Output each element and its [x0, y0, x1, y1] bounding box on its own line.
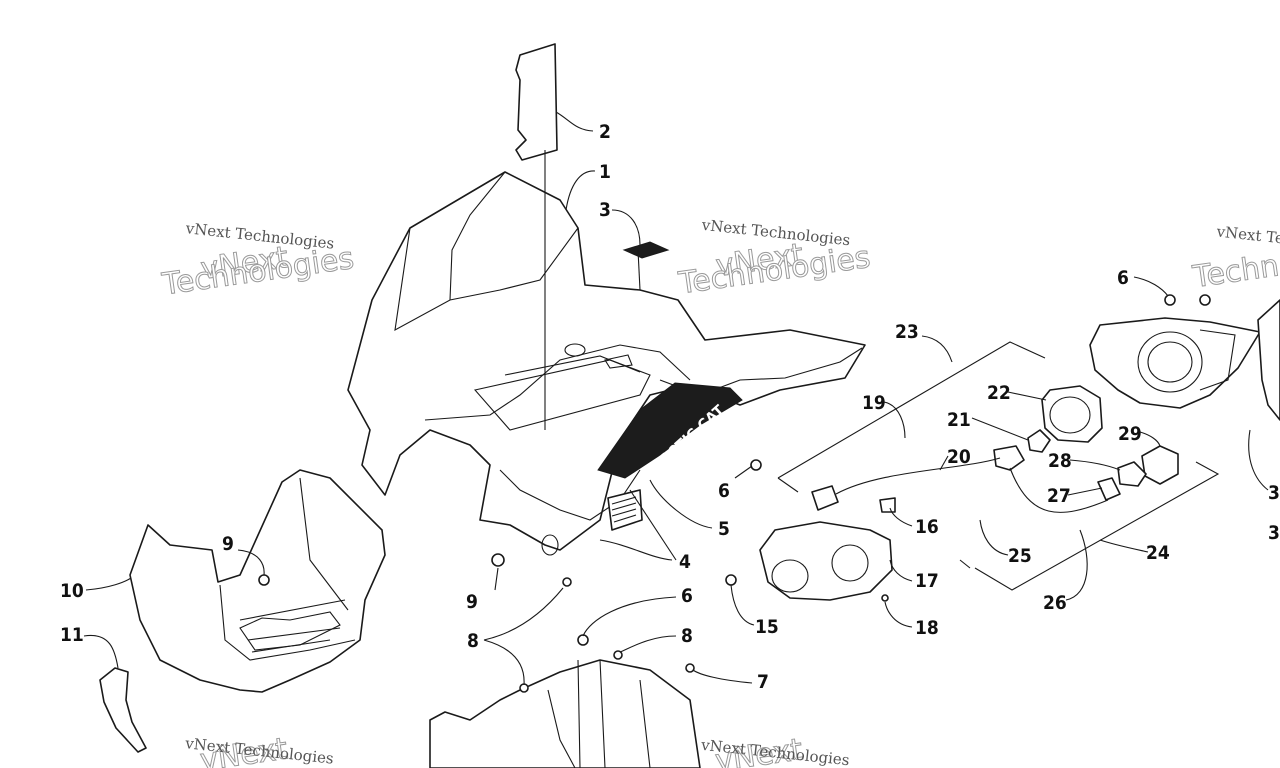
- callout-20: 20: [947, 446, 971, 468]
- watermark-bottom-left: vNext vNext Technologies: [183, 731, 334, 768]
- lamp-28: [1117, 461, 1147, 487]
- part-3-label: [622, 241, 670, 259]
- socket-20: [811, 445, 1025, 511]
- wiring-20-25: [835, 457, 1109, 513]
- callout-3: 3: [599, 199, 611, 221]
- callout-3-right: 3: [1268, 482, 1280, 504]
- callout-6-c: 6: [1117, 267, 1129, 289]
- callout-4: 4: [679, 551, 691, 573]
- callout-8-a: 8: [467, 630, 479, 652]
- watermark-top-center: vNext Technologies vNext Technologies: [675, 216, 873, 302]
- part-11-trim: [99, 667, 147, 753]
- callout-28: 28: [1048, 450, 1072, 472]
- callout-10: 10: [60, 580, 84, 602]
- callout-34: 34: [1268, 522, 1280, 544]
- headlight-housing-upper: [1089, 299, 1280, 421]
- part-10-left-footwell: [129, 469, 386, 693]
- callout-7: 7: [757, 671, 769, 693]
- callout-15: 15: [755, 616, 779, 638]
- callout-9-b: 9: [466, 591, 478, 613]
- taillight-29: [1141, 445, 1179, 485]
- callout-labels: 2 1 3 6 5 4 9 9 10 11 8 6 8 7 15 16 17 1…: [60, 121, 1280, 693]
- callout-25: 25: [1008, 545, 1032, 567]
- callout-8-b: 8: [681, 625, 693, 647]
- group-bracket-lines: [777, 341, 1220, 591]
- watermark-top-right: Technologies vNext Technologies: [1189, 222, 1280, 295]
- callout-2: 2: [599, 121, 611, 143]
- lower-front-fender: [429, 659, 701, 768]
- callout-29: 29: [1118, 423, 1142, 445]
- watermark-top-left: vNext Technologies vNext Technologies: [159, 219, 357, 303]
- callout-24: 24: [1146, 542, 1170, 564]
- callout-9-a: 9: [222, 533, 234, 555]
- headlight-housing-lower: [759, 497, 896, 601]
- callout-17: 17: [915, 570, 939, 592]
- callout-23: 23: [895, 321, 919, 343]
- part-2-pad: [515, 43, 558, 161]
- lamp-27: [1097, 477, 1121, 501]
- callout-22: 22: [987, 382, 1011, 404]
- hardware-bolts: [258, 294, 1211, 693]
- callout-1: 1: [599, 161, 611, 183]
- callout-16: 16: [915, 516, 939, 538]
- callout-19: 19: [862, 392, 886, 414]
- part-4-label: [607, 489, 643, 531]
- callout-6-b: 6: [681, 585, 693, 607]
- callout-6-a: 6: [718, 480, 730, 502]
- callout-21: 21: [947, 409, 971, 431]
- leader-lines: [83, 111, 1269, 686]
- bulb-21: [1027, 429, 1051, 453]
- callout-11: 11: [60, 624, 84, 646]
- headlight-22: [1041, 385, 1103, 443]
- watermark-bottom-center: vNext vNext Technologies: [699, 732, 850, 768]
- callout-18: 18: [915, 617, 939, 639]
- callout-5: 5: [718, 518, 730, 540]
- callout-27: 27: [1047, 485, 1071, 507]
- callout-26: 26: [1043, 592, 1067, 614]
